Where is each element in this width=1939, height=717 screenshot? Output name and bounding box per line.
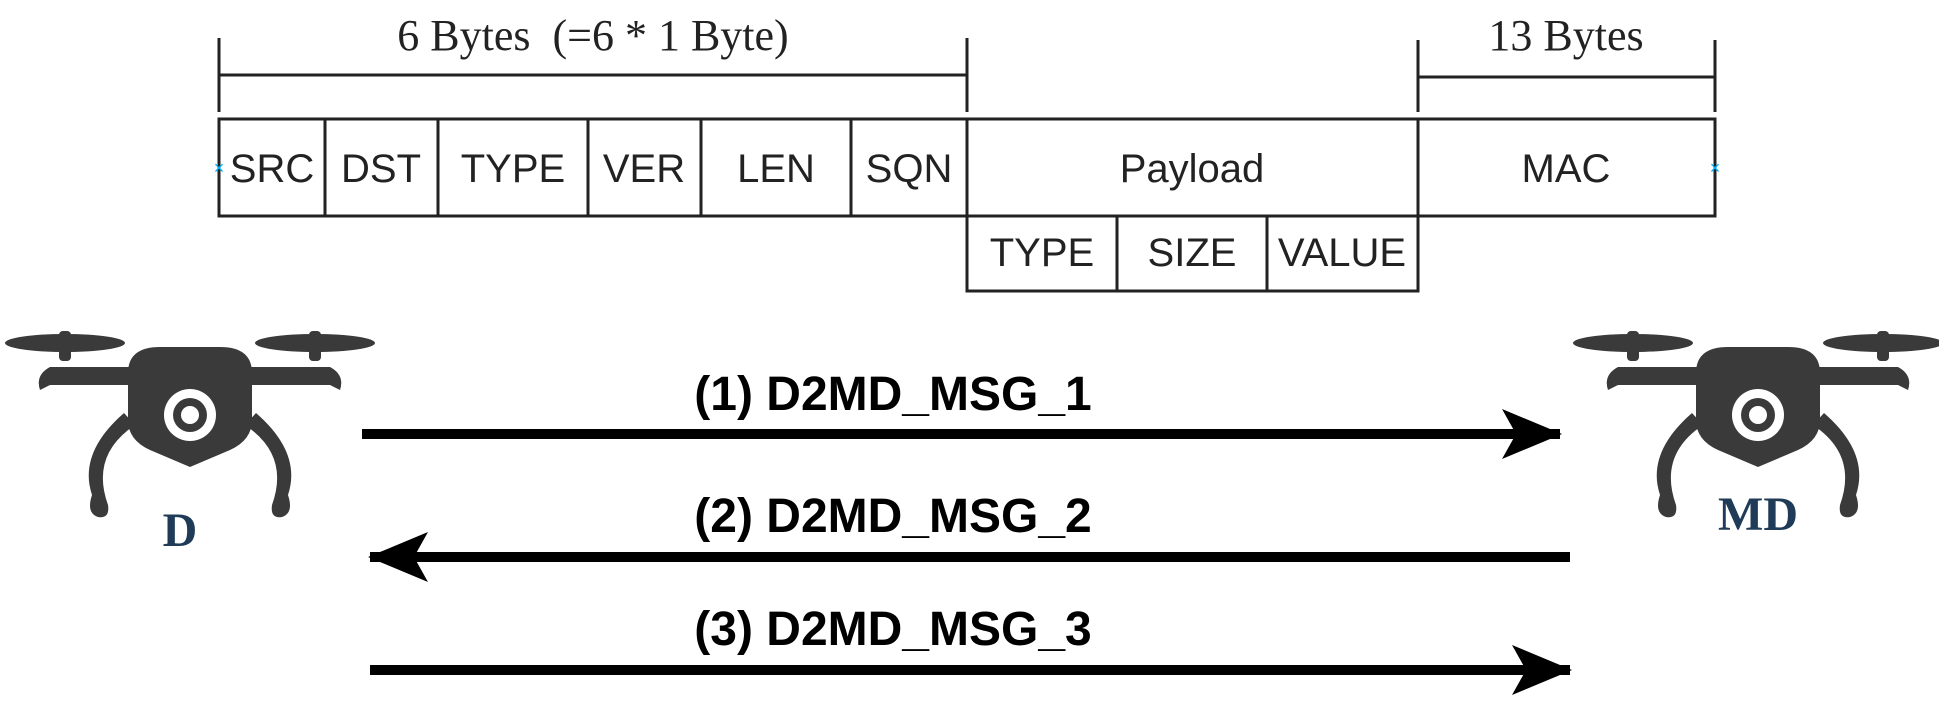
mac-bytes-brace xyxy=(1416,40,1717,112)
packet-frame xyxy=(217,117,1717,293)
message-2-label: (2) D2MD_MSG_2 xyxy=(694,490,1091,543)
field-mac: MAC xyxy=(1522,147,1611,191)
payload-size: SIZE xyxy=(1148,231,1237,275)
drone-d-icon xyxy=(5,331,375,518)
message-1-label: (1) D2MD_MSG_1 xyxy=(694,368,1091,421)
message-3-label: (3) D2MD_MSG_3 xyxy=(694,603,1091,656)
field-payload: Payload xyxy=(1120,147,1265,191)
field-dst: DST xyxy=(341,147,421,191)
frame-anchor-left: × xyxy=(214,158,225,178)
header-bytes-brace xyxy=(217,38,969,112)
frame-anchor-right: × xyxy=(1710,158,1721,178)
field-src: SRC xyxy=(230,147,314,191)
field-len: LEN xyxy=(737,147,815,191)
field-type: TYPE xyxy=(461,147,565,191)
payload-value: VALUE xyxy=(1278,231,1406,275)
field-sqn: SQN xyxy=(866,147,953,191)
header-bytes-label: 6 Bytes (=6 * 1 Byte) xyxy=(397,11,788,60)
entity-d-label: D xyxy=(163,504,198,557)
field-ver: VER xyxy=(603,147,685,191)
entity-md-label: MD xyxy=(1718,488,1798,541)
payload-type: TYPE xyxy=(990,231,1094,275)
mac-bytes-label: 13 Bytes xyxy=(1488,11,1643,60)
